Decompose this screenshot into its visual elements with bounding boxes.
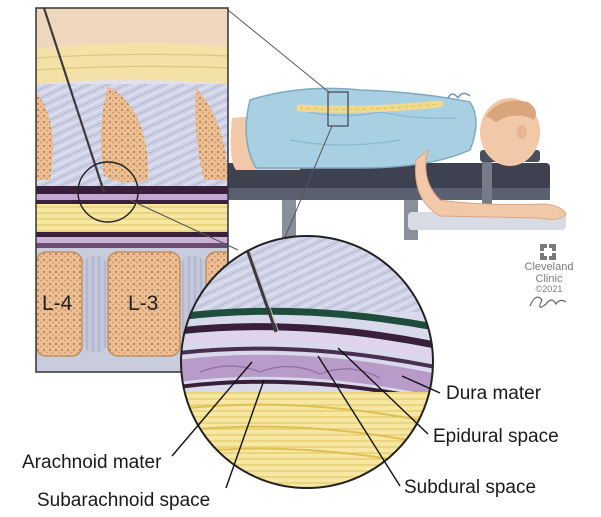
label-subarachnoid-space: Subarachnoid space [37, 491, 210, 510]
intervertebral-disc [84, 256, 106, 352]
label-arachnoid-mater: Arachnoid mater [22, 453, 161, 472]
clinic-copyright: ©2021 [524, 285, 574, 294]
vertebra-label-l4: L-4 [42, 293, 72, 314]
label-subdural-space: Subdural space [404, 478, 536, 497]
patient-gown [246, 88, 476, 168]
clinic-logo-text: Cleveland Clinic ©2021 [524, 262, 574, 295]
label-dura-mater: Dura mater [446, 384, 541, 403]
label-epidural-space: Epidural space [433, 427, 559, 446]
artist-signature [530, 297, 566, 307]
clinic-name-line1: Cleveland [524, 262, 574, 274]
clinic-logo-mark [540, 244, 556, 260]
vertebra-label-l3: L-3 [128, 293, 158, 314]
